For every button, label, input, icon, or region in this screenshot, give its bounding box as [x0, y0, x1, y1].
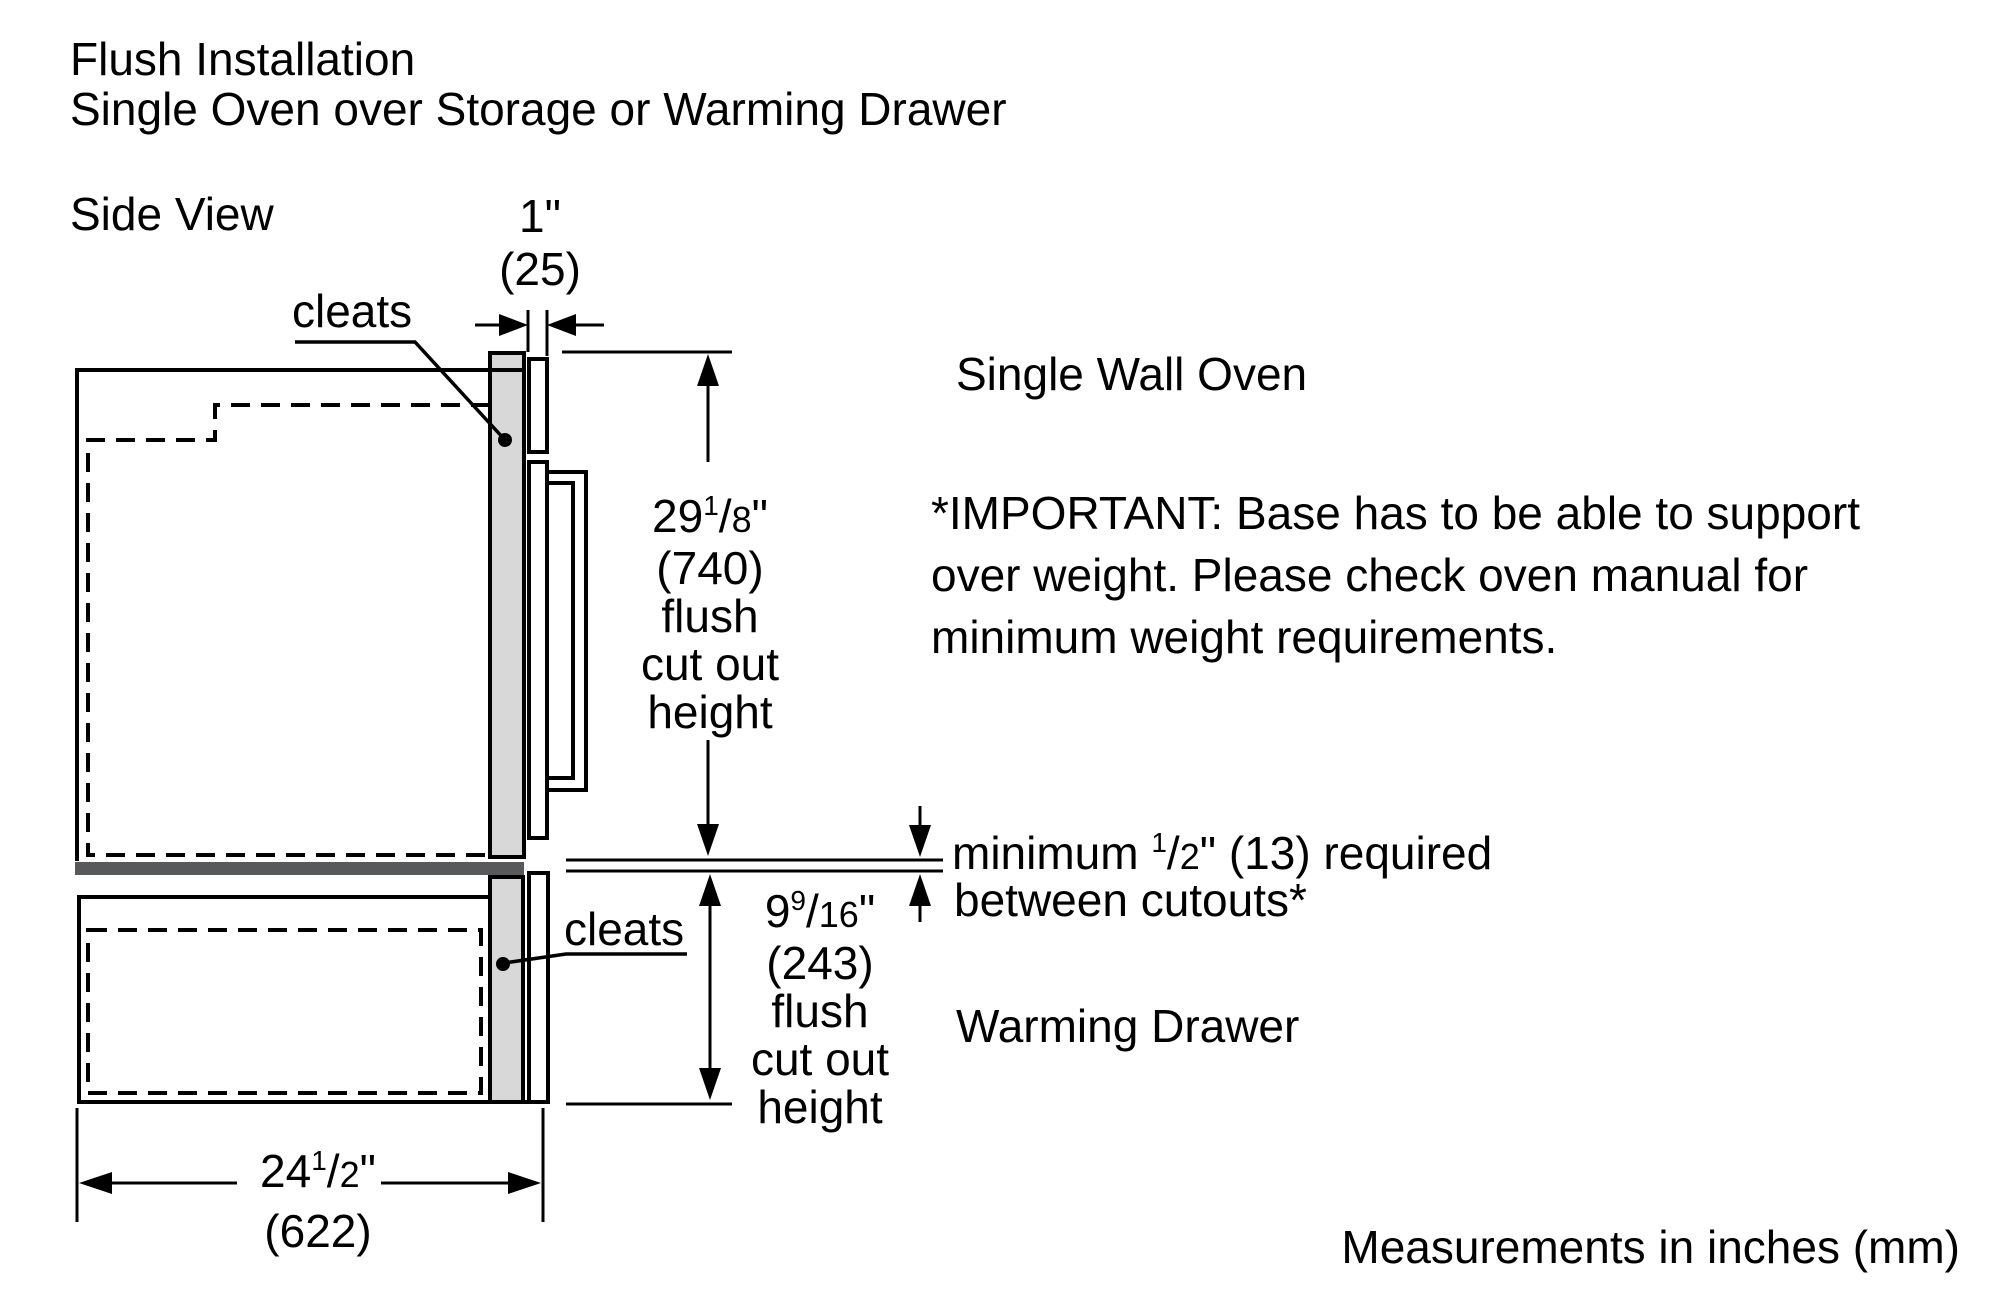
oven-cutout-mm: (740) [656, 542, 764, 594]
important-note: *IMPORTANT: Base has to be able to suppo… [931, 482, 1860, 668]
cabinet-divider-shelf [75, 862, 524, 875]
oven-cutout-dimension-label: 291/8" (740) flush cut out height [588, 482, 832, 736]
oven-dim-arrow-down-icon [697, 824, 719, 856]
cleat-width-dimension-label: 1" (25) [455, 190, 625, 296]
page-title: Flush Installation Single Oven over Stor… [70, 34, 1007, 134]
important-note-line3: minimum weight requirements. [931, 611, 1558, 663]
gap-arrow-up-icon [909, 874, 931, 906]
oven-top-trim-panel [527, 357, 549, 454]
page-title-line2: Single Oven over Storage or Warming Draw… [70, 83, 1007, 135]
drawer-cutout-desc2: cut out [750, 1033, 890, 1085]
oven-cutout-dashed-outline [86, 403, 490, 857]
drawer-cutout-inches: 99/16" [764, 885, 876, 937]
important-note-line1: *IMPORTANT: Base has to be able to suppo… [931, 487, 1860, 539]
single-wall-oven-label: Single Wall Oven [956, 348, 1308, 400]
cleat-dim-arrow-left-icon [547, 314, 576, 336]
oven-cutout-inches: 291/8" [652, 490, 768, 542]
oven-cutout-desc3: height [647, 686, 773, 738]
upper-cabinet-outline [75, 368, 524, 861]
depth-inches: 241/2" [260, 1145, 376, 1197]
depth-dim-arrow-right-icon [508, 1172, 541, 1194]
lower-cleats-label: cleats [564, 903, 685, 955]
upper-cleats-label: cleats [292, 285, 413, 337]
oven-face-panel [527, 460, 549, 840]
depth-dim-arrow-left-icon [79, 1172, 112, 1194]
upper-cleats-leader-dot [498, 433, 512, 447]
drawer-cutout-desc3: height [757, 1081, 883, 1133]
upper-cleats-leader-line [295, 340, 507, 442]
page-title-line1: Flush Installation [70, 33, 416, 85]
gap-arrow-down-icon [909, 825, 931, 857]
lower-cleats-leader-line [503, 952, 687, 965]
drawer-cutout-desc1: flush [771, 985, 869, 1037]
oven-door-inner [545, 481, 575, 780]
lower-cleat-bar [488, 875, 525, 1104]
oven-cutout-desc1: flush [661, 590, 759, 642]
oven-cutout-desc2: cut out [640, 638, 780, 690]
depth-dimension-label: 241/2" (622) [196, 1132, 440, 1260]
drawer-front-panel [527, 871, 550, 1104]
lower-cleats-leader-dot [496, 957, 510, 971]
oven-dim-arrow-up-icon [697, 354, 719, 386]
depth-mm: (622) [264, 1205, 372, 1257]
drawer-dim-arrow-up-icon [699, 874, 721, 906]
view-label: Side View [70, 188, 274, 240]
warming-drawer-label: Warming Drawer [956, 1000, 1300, 1052]
min-gap-note-line2: between cutouts* [954, 874, 1307, 926]
drawer-cutout-dimension-label: 99/16" (243) flush cut out height [698, 877, 942, 1131]
cleat-width-inches: 1" [519, 190, 561, 242]
important-note-line2: over weight. Please check oven manual fo… [931, 549, 1809, 601]
lower-cabinet-outline [77, 895, 548, 1104]
min-gap-note-line1: minimum 1/2" (13) required [952, 827, 1493, 879]
drawer-cutout-dashed-outline [86, 928, 483, 1095]
cleat-width-mm: (25) [499, 243, 581, 295]
measurements-note: Measurements in inches (mm) [1341, 1221, 1960, 1273]
drawer-cutout-mm: (243) [766, 937, 874, 989]
cleat-dim-arrow-right-icon [499, 314, 528, 336]
drawer-dim-arrow-down-icon [699, 1068, 721, 1100]
